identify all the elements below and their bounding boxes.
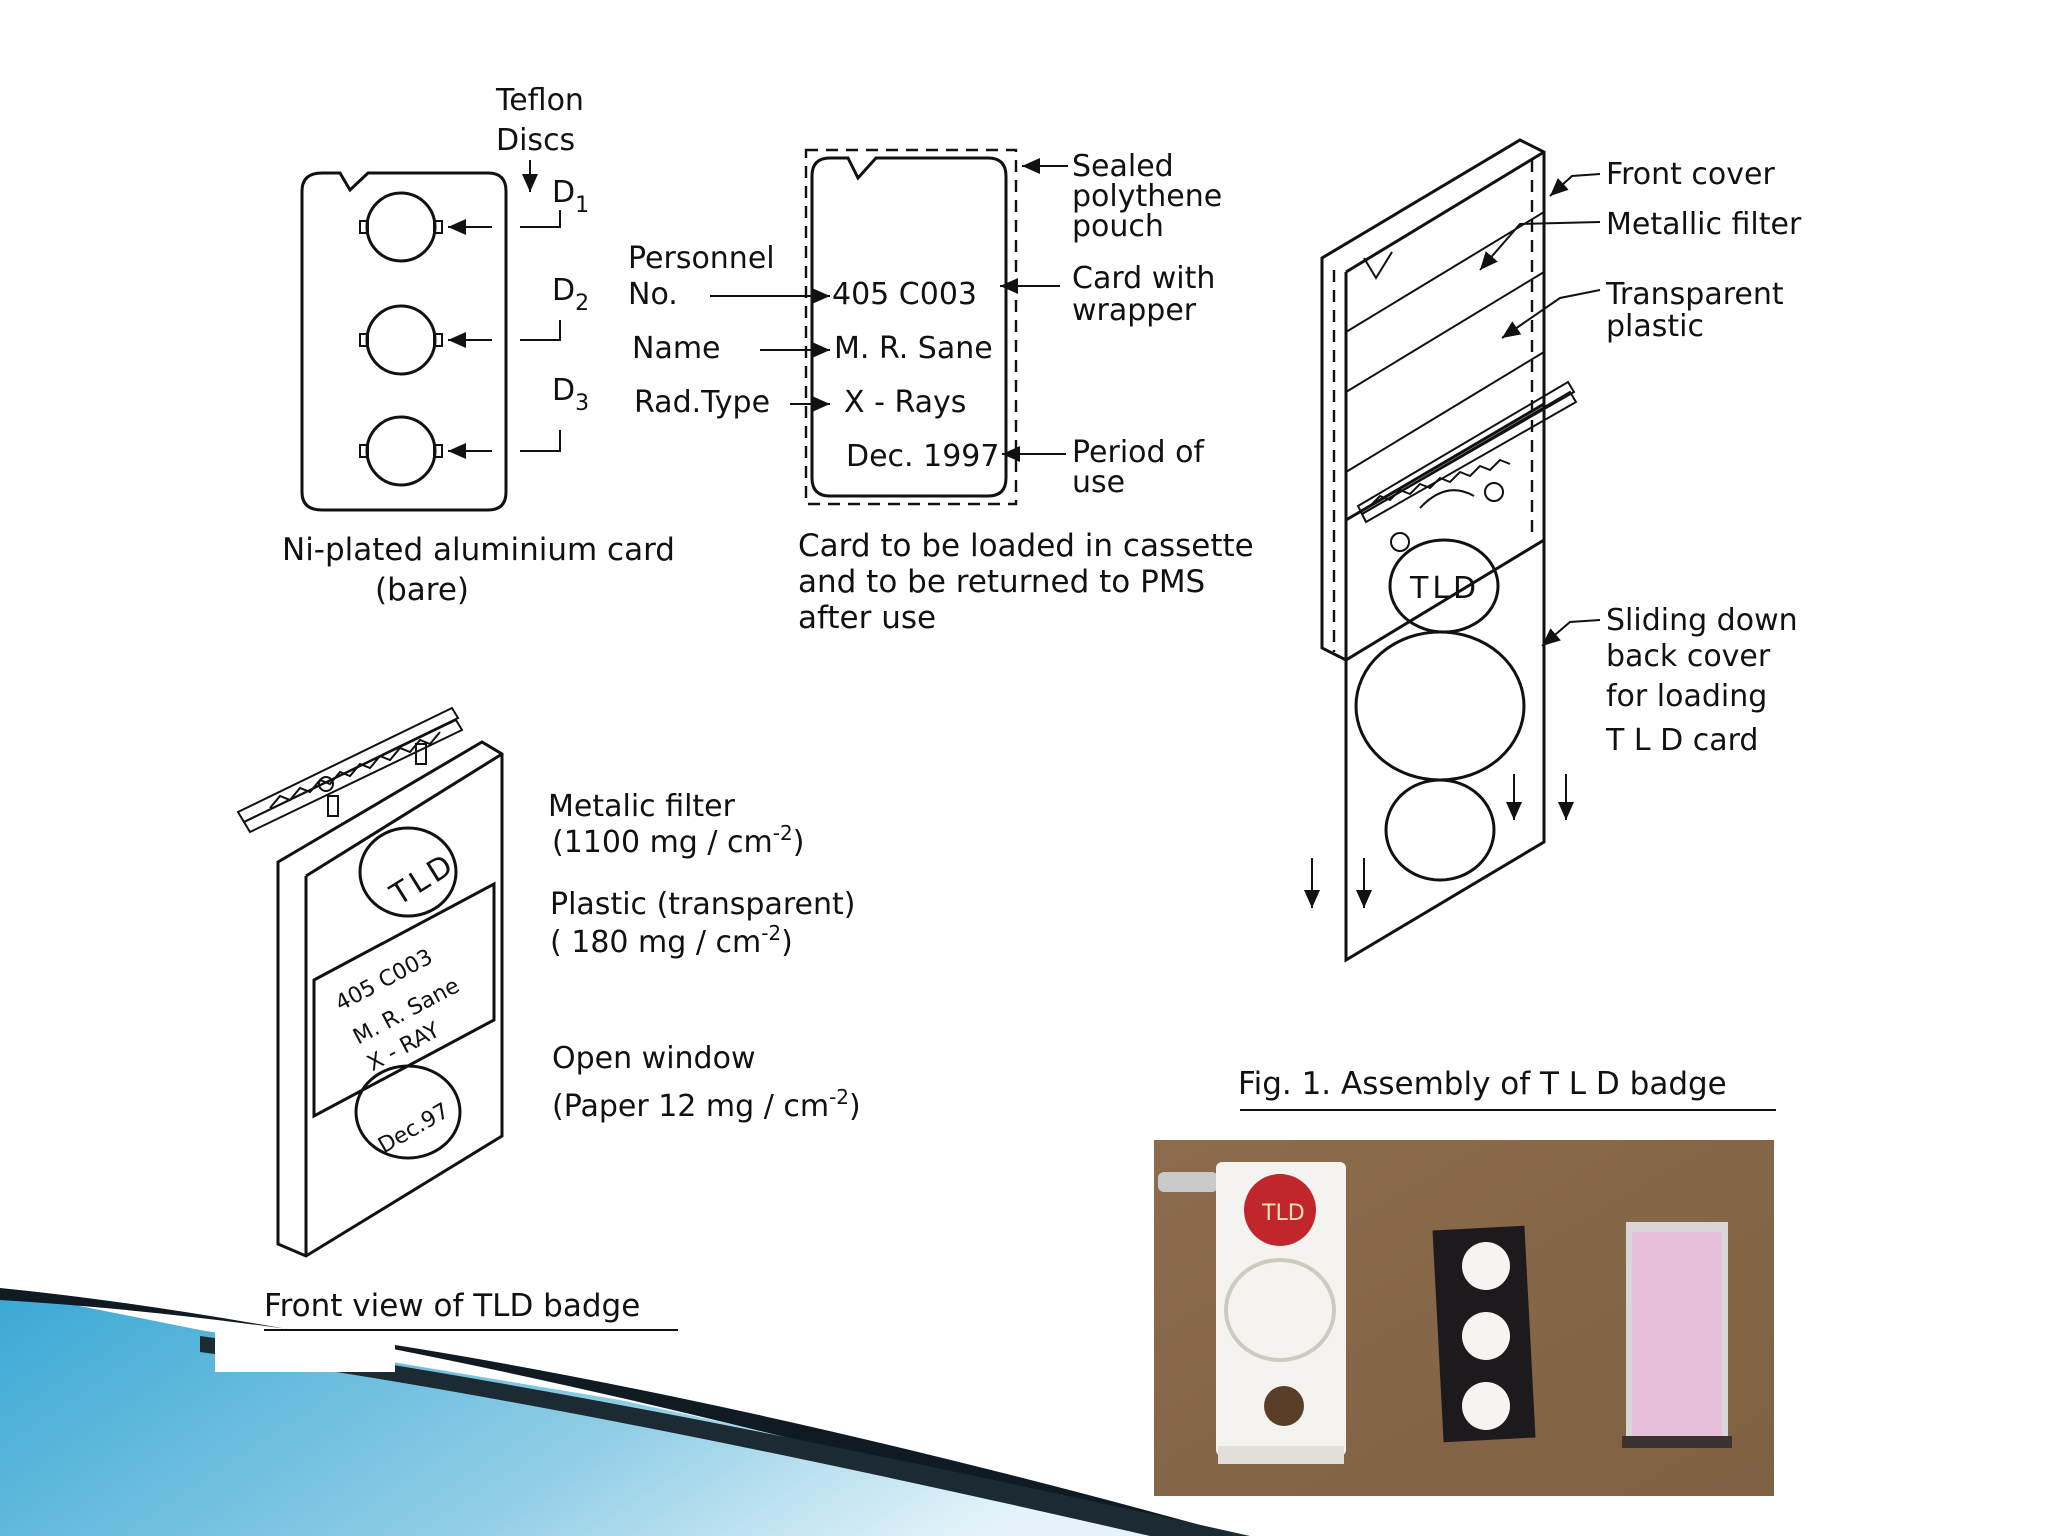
personnel-value: 405 C003 [832,277,977,312]
pouch-label-line3: pouch [1072,209,1164,244]
sliding-label-line4: T L D card [1605,723,1758,758]
transparent-label-line2: plastic [1606,309,1704,344]
sliding-label-line3: for loading [1606,679,1767,714]
tld-badge-photo: TLD [1154,1140,1774,1496]
tld-logo [1244,1174,1316,1246]
period-label-line1: Period of [1072,435,1205,470]
teflon-label-line2: Discs [496,123,575,158]
open-window-label-line1: Open window [552,1041,755,1076]
wrapper-label-line1: Card with [1072,261,1215,296]
bare-card-caption-line2: (bare) [375,572,469,608]
period-label-line2: use [1072,465,1125,500]
assembly-diagram: TLD Front cover Metallic filter Transpar… [1238,138,1802,1111]
front-view-date-disc [354,1064,462,1160]
front-view-diagram: TLD 405 C003 M. R. Sane X - RAY Dec.97 M… [236,706,861,1331]
corner-swoosh [0,1288,1250,1536]
radtype-value: X - Rays [844,385,966,420]
sliding-back-cover [1344,401,1546,963]
sliding-label-line1: Sliding down [1606,603,1798,638]
personnel-label-line1: Personnel [628,241,775,276]
wrapped-card-diagram: Personnel No. Name Rad.Type 405 C003 M. … [628,148,1254,636]
front-view-date-text: Dec.97 [374,1099,454,1159]
metallic-filter-label: Metallic filter [1606,207,1802,242]
personnel-label-line2: No. [628,277,678,312]
front-view-tld-text: TLD [384,846,463,913]
transparent-label-line1: Transparent [1605,277,1784,312]
wrapped-card-caption-line2: and to be returned to PMS [798,564,1205,600]
d3-label: D3 [552,373,589,416]
pouch-label-line1: Sealed [1072,149,1174,184]
wrapped-card-outline [810,156,1008,498]
plastic-label-line1: Plastic (transparent) [550,887,855,922]
radtype-label: Rad.Type [634,385,770,420]
wrapper-label-line2: wrapper [1072,293,1197,328]
assembly-caption: Fig. 1. Assembly of T L D badge [1238,1066,1727,1102]
pouch-label-line2: polythene [1072,179,1222,214]
sliding-label-line2: back cover [1606,639,1771,674]
period-value: Dec. 1997 [846,439,999,474]
name-label: Name [632,331,721,366]
bare-card-diagram: Teflon Discs D1 D2 D3 Ni-plated alum [282,83,675,608]
front-view-clip [236,706,464,834]
tld-logo-text: TLD [1261,1201,1305,1226]
front-view-label-window [312,881,496,1119]
name-value: M. R. Sane [834,331,993,366]
metalic-filter-label-line2: (1100 mg / cm-2) [552,821,804,860]
front-view-caption: Front view of TLD badge [264,1288,640,1324]
wrapped-card-caption-line1: Card to be loaded in cassette [798,528,1254,564]
bare-card-outline [300,171,508,512]
tld-window-label: TLD [1409,571,1480,606]
open-window-label-line2: (Paper 12 mg / cm-2) [552,1085,861,1124]
d1-label: D1 [552,175,589,218]
teflon-disc-d3 [359,415,492,487]
plastic-label-line2: ( 180 mg / cm-2) [550,921,793,960]
bare-card-caption-line1: Ni-plated aluminium card [282,532,675,568]
teflon-disc-d2 [359,304,492,376]
metalic-filter-label-line1: Metalic filter [548,789,736,824]
wrapped-card-caption-line3: after use [798,600,936,636]
sealed-pouch-outline [804,148,1018,506]
teflon-disc-d1 [359,191,492,263]
teflon-label-line1: Teflon [495,83,584,118]
front-cover-label: Front cover [1606,157,1775,192]
d2-label: D2 [552,273,589,316]
front-view-tld-disc [358,826,458,918]
